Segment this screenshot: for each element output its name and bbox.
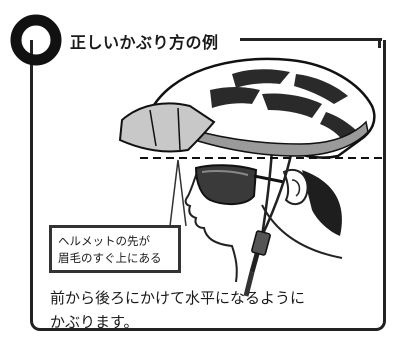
- caption-line-1: 前から後ろにかけて水平になるように: [50, 289, 306, 307]
- sunglasses-icon: [194, 164, 258, 206]
- panel-frame: [30, 40, 386, 331]
- callout-pointer: [169, 159, 187, 227]
- frame-top-corner: [378, 38, 381, 48]
- correct-mark-icon: [10, 14, 62, 66]
- callout-line-1: ヘルメットの先が: [58, 234, 150, 248]
- frame-top-line: [240, 38, 382, 41]
- callout-line-2: 眉毛のすぐ上にある: [58, 251, 162, 265]
- helmet-vent: [232, 69, 290, 88]
- ear: [282, 169, 309, 206]
- caption-line-2: かぶります。: [50, 313, 139, 331]
- callout-box: ヘルメットの先が 眉毛のすぐ上にある: [50, 226, 180, 272]
- instruction-caption: 前から後ろにかけて水平になるように かぶります。: [50, 286, 305, 334]
- strap-buckle: [251, 230, 271, 256]
- section-title: 正しいかぶり方の例: [70, 33, 219, 52]
- face-profile: [184, 169, 238, 283]
- helmet-visor: [118, 102, 216, 153]
- helmet-band: [180, 120, 369, 157]
- hair: [302, 170, 342, 236]
